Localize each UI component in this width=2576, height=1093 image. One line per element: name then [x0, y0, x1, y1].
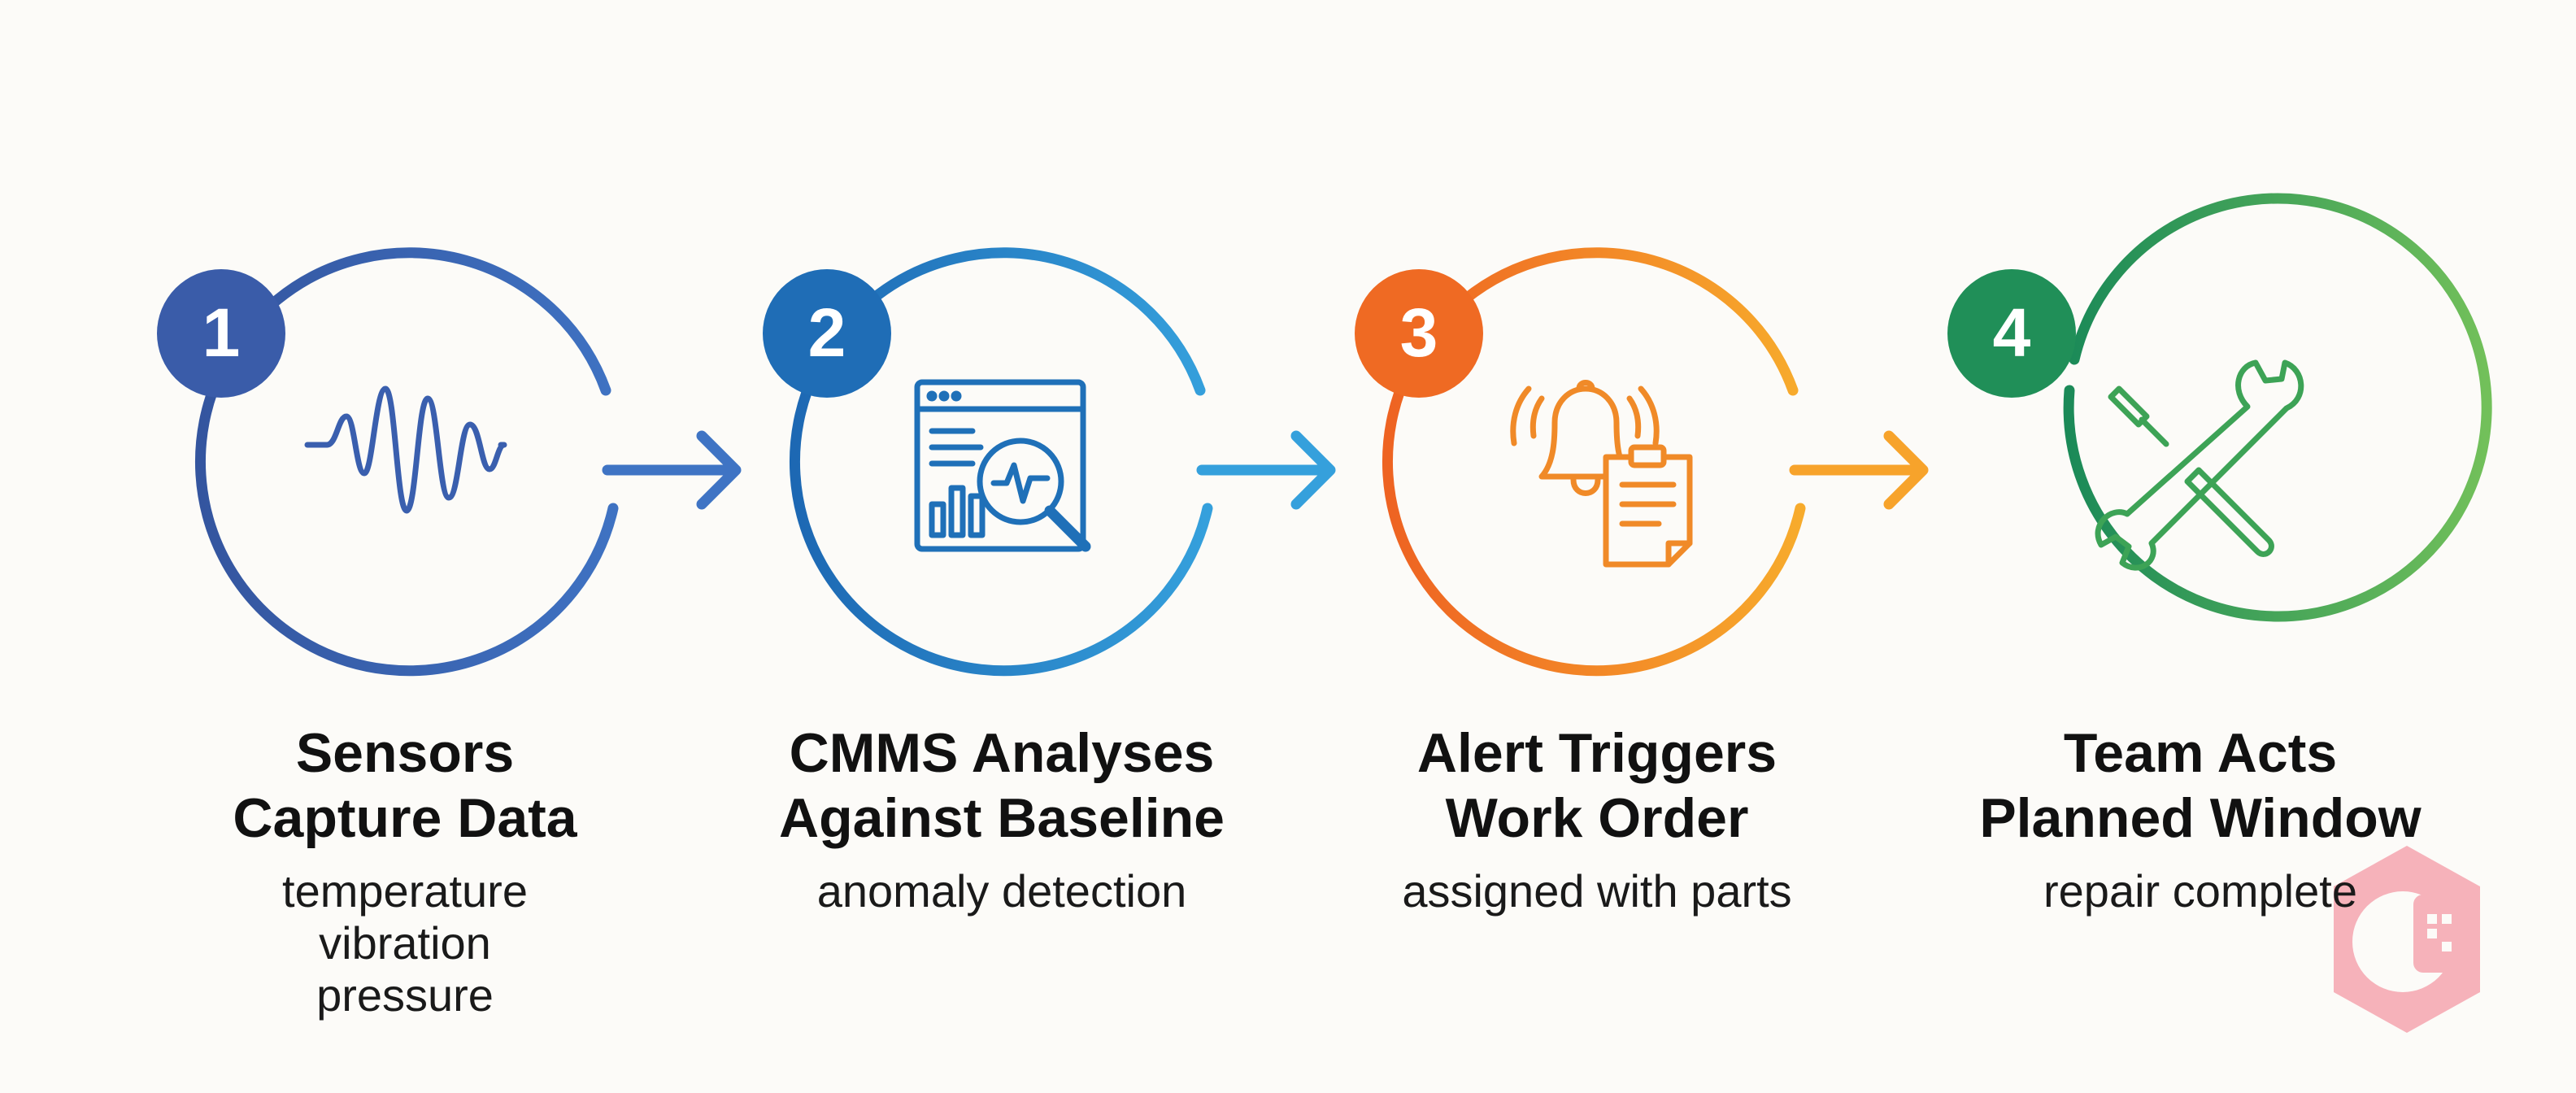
step-4-title-line-2: Planned Window [1979, 787, 2422, 849]
step-2-title-line-1: CMMS Analyses [789, 722, 1215, 784]
step-3-ring [1382, 247, 1806, 677]
step-1-ring [194, 247, 619, 677]
step-2-ring [789, 247, 1213, 677]
step-1-connector-arrow [602, 430, 742, 510]
step-2-title: CMMS Analyses Against Baseline [717, 721, 1286, 851]
step-2-number-badge [763, 269, 891, 398]
step-3-number: 3 [1400, 294, 1438, 371]
step-3-subtitle: assigned with parts [1312, 865, 1882, 917]
step-4-subtitle-line-1: repair complete [2043, 865, 2357, 917]
step-1-number-badge [157, 269, 285, 398]
step-1: 1 [157, 247, 742, 677]
step-2-title-line-2: Against Baseline [779, 787, 1225, 849]
waveform-icon [304, 385, 507, 514]
watermark-logo-icon [2334, 846, 2480, 1033]
step-4-title: Team Acts Planned Window [1916, 721, 2485, 851]
step-2: 2 [763, 247, 1336, 677]
step-1-subtitle-line-2: vibration [319, 917, 491, 969]
step-4: 4 [1947, 193, 2492, 622]
dashboard-magnifier-icon [914, 379, 1091, 552]
step-4-number: 4 [1993, 294, 2031, 371]
step-1-title-line-1: Sensors [295, 722, 515, 784]
step-3-subtitle-line-1: assigned with parts [1402, 865, 1792, 917]
step-4-number-badge [1947, 269, 2076, 398]
step-1-title: Sensors Capture Data [120, 721, 690, 851]
step-1-subtitle-line-1: temperature [282, 865, 528, 917]
step-3-title-line-1: Alert Triggers [1416, 722, 1778, 784]
step-1-number: 1 [202, 294, 241, 371]
step-2-subtitle: anomaly detection [717, 865, 1286, 917]
step-3: 3 [1355, 247, 1929, 677]
step-4-title-line-1: Team Acts [2063, 722, 2338, 784]
step-4-ring [2063, 193, 2492, 622]
step-1-subtitle-line-3: pressure [316, 969, 494, 1021]
step-3-title: Alert Triggers Work Order [1312, 721, 1882, 851]
step-3-title-line-2: Work Order [1445, 787, 1749, 849]
step-1-title-line-2: Capture Data [233, 787, 577, 849]
step-2-subtitle-line-1: anomaly detection [816, 865, 1187, 917]
step-3-number-badge [1355, 269, 1483, 398]
step-4-subtitle: repair complete [1916, 865, 2485, 917]
step-3-connector-arrow [1789, 430, 1929, 510]
wrench-screwdriver-icon [2095, 359, 2304, 571]
step-2-connector-arrow [1196, 430, 1336, 510]
bell-clipboard-icon [1510, 380, 1693, 568]
step-2-number: 2 [808, 294, 846, 371]
step-1-subtitle: temperature vibration pressure [120, 865, 690, 1021]
